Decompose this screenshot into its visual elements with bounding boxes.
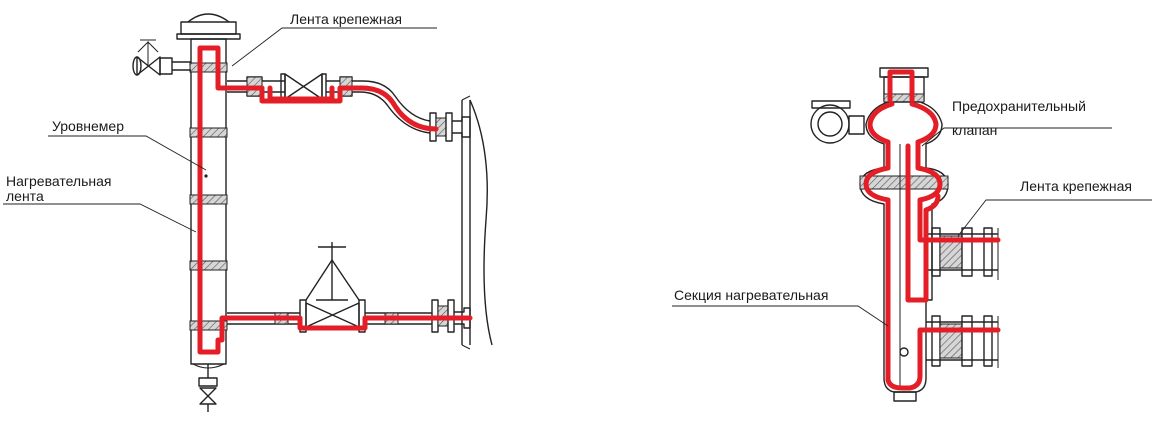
left-labels: Лента крепежная Уровнемер Нагревательная…	[3, 11, 437, 233]
valve-top-cap	[879, 67, 929, 103]
label-safety-valve-line1: Предохранительный	[952, 98, 1086, 114]
vessel-wall	[461, 95, 493, 350]
left-diagram: Лента крепежная Уровнемер Нагревательная…	[3, 11, 493, 412]
left-heating-tape	[197, 45, 473, 355]
label-mounting-tape-left: Лента крепежная	[290, 11, 402, 27]
bottom-drain-valve	[198, 364, 218, 412]
level-gauge-top-cap	[176, 13, 241, 40]
label-safety-valve-line2: клапан	[952, 122, 997, 138]
lower-side-pipe	[926, 315, 999, 368]
safety-valve-body	[859, 101, 949, 402]
label-heating-section: Секция нагревательная	[674, 287, 828, 303]
label-heating-tape-line2: лента	[6, 188, 44, 204]
right-diagram: Предохранительный клапан Лента крепежная…	[672, 67, 1152, 402]
upper-side-pipe	[926, 227, 999, 280]
upper-pipe	[227, 73, 471, 142]
label-mounting-tape-right: Лента крепежная	[1020, 178, 1132, 194]
label-level-gauge: Уровнемер	[52, 118, 124, 134]
right-heating-section	[863, 69, 1001, 391]
right-labels: Предохранительный клапан Лента крепежная…	[672, 98, 1152, 327]
pressure-gauge	[810, 100, 865, 144]
label-heating-tape-line1: Нагревательная	[6, 173, 111, 189]
top-left-valve	[132, 39, 191, 76]
